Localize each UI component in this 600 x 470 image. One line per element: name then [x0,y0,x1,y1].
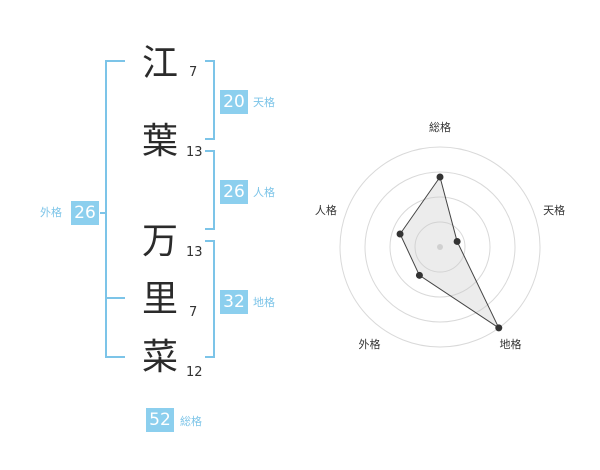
radar-point-3 [495,324,503,332]
gaikaku-label: 外格 [40,206,62,219]
jinkaku-value: 26 [220,180,248,204]
chikaku-value: 32 [220,290,248,314]
radar-point-1 [436,173,444,181]
gaikaku-bracket-top [105,60,125,62]
radar-center-dot [437,244,443,250]
radar-ring-1 [414,221,466,273]
tenkaku-label: 天格 [253,96,275,109]
stroke-count-2: 13 [186,145,203,160]
gaikaku-value: 26 [71,201,99,225]
radar-ring-4 [339,146,541,348]
stroke-count-4: 7 [189,305,198,320]
name-char-1: 江 [141,43,178,84]
gaikaku-bracket-middle [105,297,125,299]
jinkaku-bracket-bottom [205,228,215,230]
tenkaku-bracket-bottom [205,138,215,140]
chikaku-bracket-vertical [213,240,215,358]
name-char-4: 里 [141,279,178,320]
jinkaku-bracket-vertical [213,150,215,230]
tenkaku-bracket-top [205,60,215,62]
radar-point-2 [453,237,461,245]
soukaku-label: 総格 [180,415,202,428]
chikaku-label: 地格 [253,296,275,309]
name-char-5: 菜 [141,337,178,378]
radar-ring-2 [389,196,491,298]
name-char-2: 葉 [141,121,178,162]
gaikaku-connector [100,212,106,214]
jinkaku-bracket-top [205,150,215,152]
stroke-count-1: 7 [189,65,198,80]
chikaku-bracket-top [205,240,215,242]
chikaku-bracket-bottom [205,356,215,358]
jinkaku-label: 人格 [253,186,275,199]
radar-axis-label-2: 天格 [543,203,565,217]
radar-axis-label-4: 外格 [359,337,381,351]
gaikaku-bracket-vertical [105,60,107,358]
radar-data-polygon [399,175,501,330]
radar-point-4 [415,271,423,279]
radar-axis-label-5: 人格 [315,203,337,217]
radar-axis-label-1: 総格 [429,120,451,134]
radar-point-5 [396,230,404,238]
tenkaku-value: 20 [220,90,248,114]
stroke-count-5: 12 [186,365,203,380]
stroke-count-3: 13 [186,245,203,260]
radar-ring-3 [364,171,516,323]
tenkaku-bracket-vertical [213,60,215,140]
name-char-3: 万 [141,221,178,262]
gaikaku-bracket-bottom [105,356,125,358]
radar-axis-label-3: 地格 [500,337,522,351]
soukaku-value: 52 [146,408,174,432]
